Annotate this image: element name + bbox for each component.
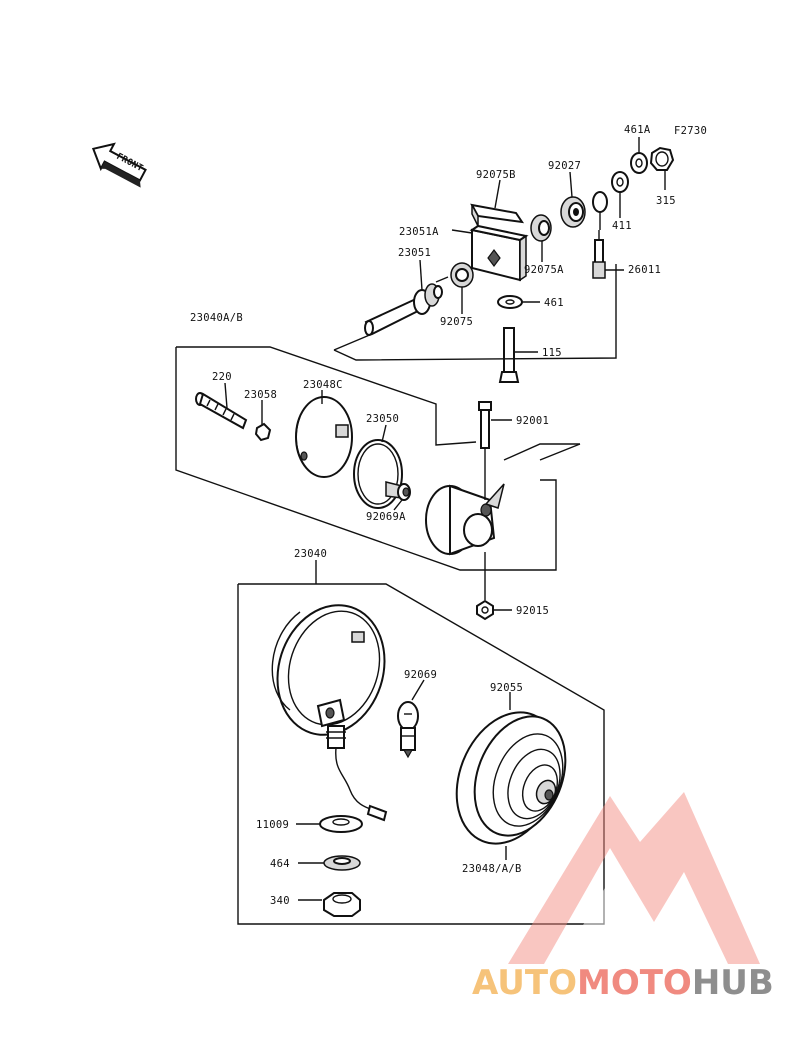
watermark-hub: HUB xyxy=(692,963,774,1003)
label-92001: 92001 xyxy=(516,415,549,427)
label-92075a: 92075A xyxy=(524,264,564,276)
plate-92075b xyxy=(470,203,525,227)
nut-92015 xyxy=(476,552,494,621)
label-92015: 92015 xyxy=(516,605,549,617)
lamp-body xyxy=(425,483,505,556)
nut-340 xyxy=(323,892,361,917)
bracket-23051a xyxy=(469,224,529,282)
washer-11009 xyxy=(319,815,363,833)
leader-lines xyxy=(224,137,666,901)
watermark-moto: MOTO xyxy=(577,963,692,1003)
grommet-92075 xyxy=(450,262,474,288)
label-23058: 23058 xyxy=(244,389,277,401)
label-23040: 23040 xyxy=(294,548,327,560)
washer-461a xyxy=(630,152,648,174)
socket-92069a xyxy=(385,481,411,501)
grommet-92075a xyxy=(530,214,552,242)
label-461: 461 xyxy=(544,297,564,309)
washer-461 xyxy=(497,295,523,309)
label-92069: 92069 xyxy=(404,669,437,681)
washer-411 xyxy=(611,171,629,193)
label-92075b: 92075B xyxy=(476,169,516,181)
watermark-text: AUTOMOTOHUB xyxy=(472,963,774,1003)
label-23051: 23051 xyxy=(398,247,431,259)
watermark-auto: AUTO xyxy=(472,963,577,1003)
label-92075: 92075 xyxy=(440,316,473,328)
label-461a: 461A xyxy=(624,124,651,136)
label-23051a: 23051A xyxy=(399,226,439,238)
label-340: 340 xyxy=(270,895,290,907)
screw-220 xyxy=(195,392,248,430)
label-23050: 23050 xyxy=(366,413,399,425)
label-23040a-b: 23040A/B xyxy=(190,312,243,324)
watermark-logo xyxy=(508,792,760,964)
wire-terminal xyxy=(592,191,608,230)
label-92055: 92055 xyxy=(490,682,523,694)
bolt-92001 xyxy=(478,401,492,500)
figure-code: F2730 xyxy=(674,125,707,137)
label-92027: 92027 xyxy=(548,160,581,172)
cord-26011 xyxy=(592,230,606,279)
grommet-92027 xyxy=(560,196,586,228)
label-411: 411 xyxy=(612,220,632,232)
shaft-23051 xyxy=(364,283,443,336)
label-220: 220 xyxy=(212,371,232,383)
lockwasher-464 xyxy=(323,855,361,871)
label-92069a: 92069A xyxy=(366,511,406,523)
label-23048c: 23048C xyxy=(303,379,343,391)
bolt-115 xyxy=(498,327,520,383)
label-464: 464 xyxy=(270,858,290,870)
label-26011: 26011 xyxy=(628,264,661,276)
lens-23048-a-b xyxy=(455,711,567,845)
headlight-housing xyxy=(271,604,388,822)
label-315: 315 xyxy=(656,195,676,207)
label-115: 115 xyxy=(542,347,562,359)
label-11009: 11009 xyxy=(256,819,289,831)
bulb-92069 xyxy=(397,701,419,759)
shell-23048c xyxy=(295,396,353,478)
nut-315 xyxy=(649,146,675,171)
front-arrow-icon xyxy=(91,142,147,188)
label-23048-a-b: 23048/A/B xyxy=(462,863,522,875)
nut-23058 xyxy=(254,422,272,442)
